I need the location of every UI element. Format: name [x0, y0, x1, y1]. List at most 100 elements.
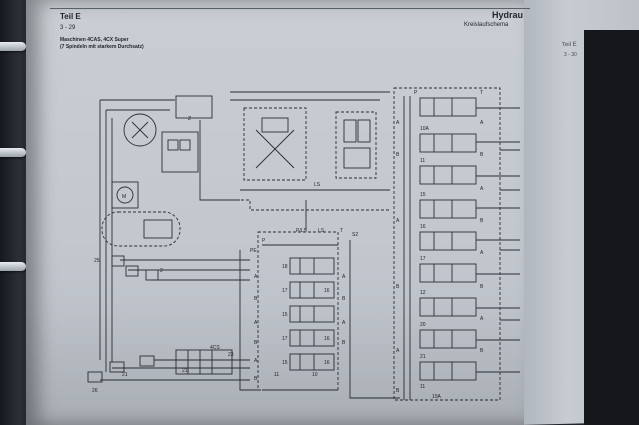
- pipe-route: [230, 91, 390, 191]
- cylinder: [109, 361, 125, 373]
- section-heading: Teil E: [60, 12, 81, 21]
- port-label: A: [254, 358, 258, 364]
- component-number: 2: [160, 268, 163, 274]
- port-label: B: [480, 218, 484, 224]
- right-page-number: 3 - 30: [564, 52, 577, 58]
- port-label: B: [396, 152, 400, 158]
- cylinder: [125, 265, 139, 277]
- right-valve-bank: [393, 87, 501, 401]
- port-label: LS: [318, 228, 325, 234]
- component-number: 23: [228, 352, 234, 358]
- component-number: 21: [420, 354, 426, 360]
- left-valve-bank: [257, 231, 339, 391]
- cylinder: [87, 371, 103, 383]
- component-number: 17: [282, 288, 288, 294]
- misc-label: M: [122, 194, 126, 200]
- component-number: 10A: [432, 394, 442, 400]
- port-label: B: [480, 152, 484, 158]
- port-label: A: [480, 120, 484, 126]
- component-number: 25: [94, 258, 100, 264]
- component-number: 15: [282, 360, 288, 366]
- component-number: 15: [282, 312, 288, 318]
- joystick-valve: [357, 119, 371, 143]
- misc-label: Z: [188, 116, 191, 122]
- pilot-valve: [175, 349, 233, 375]
- port-label: B: [342, 340, 346, 346]
- pipe-route: [349, 240, 400, 399]
- pipe-bundle: [99, 100, 113, 372]
- pipe-route: [100, 359, 250, 381]
- joystick-block: [335, 111, 377, 179]
- component-number: 15: [420, 192, 426, 198]
- component-number: 11: [420, 384, 425, 390]
- component-number: 26: [92, 388, 98, 394]
- misc-label: LS: [314, 182, 321, 188]
- port-label: T: [480, 90, 483, 96]
- misc-label: S2: [352, 232, 358, 238]
- joystick-valve: [343, 147, 371, 169]
- component-number: 10: [312, 372, 318, 378]
- pipe-route: [500, 149, 520, 321]
- pump-symbol: [123, 113, 157, 147]
- port-label: A: [396, 120, 400, 126]
- tank-outline: [101, 211, 181, 247]
- component-number: 20: [420, 322, 426, 328]
- servo-block: [243, 107, 307, 181]
- port-label: B: [396, 284, 400, 290]
- port-label: A: [342, 320, 346, 326]
- cylinder: [139, 355, 155, 367]
- pipe-route: [120, 259, 250, 281]
- component-number: 16: [324, 360, 330, 366]
- cylinder: [111, 255, 125, 267]
- misc-label: PE: [250, 248, 257, 254]
- port-label: B: [480, 348, 484, 354]
- binder-ring: [0, 42, 26, 51]
- joystick-valve: [343, 119, 357, 143]
- left-valve-sections: [289, 257, 335, 371]
- component-number: 16: [324, 336, 330, 342]
- left-page: [26, 0, 524, 425]
- control-valve-top: [175, 95, 213, 119]
- filter-block: [161, 131, 199, 173]
- port-label: B: [396, 388, 400, 394]
- component-number: 17: [282, 336, 288, 342]
- port-label: B: [254, 296, 258, 302]
- header-rule: [50, 8, 530, 9]
- pipe-route: [476, 107, 520, 373]
- cylinder: [145, 269, 159, 281]
- component-number: 21: [182, 368, 188, 374]
- port-label: B: [254, 340, 258, 346]
- port-label: A: [254, 320, 258, 326]
- document-title: Hydrau: [492, 10, 524, 20]
- valve-cell: [167, 139, 179, 151]
- valve-cell: [179, 139, 191, 151]
- pump-arrow: [131, 121, 149, 139]
- pipe-route: [239, 250, 258, 391]
- servo-valve: [261, 117, 289, 133]
- machine-caption: Maschinen 4CAS, 4CX Super: [60, 37, 129, 43]
- port-label: B: [254, 376, 258, 382]
- pilot-line: [216, 199, 390, 211]
- pilot-valve-cells: [187, 350, 213, 374]
- component-number: 16: [420, 224, 426, 230]
- accumulator: [143, 219, 173, 239]
- component-number: 11: [274, 372, 279, 378]
- right-valve-sections: [419, 97, 477, 381]
- port-label: A: [396, 218, 400, 224]
- binder-ring: [0, 262, 26, 271]
- component-number: 21: [122, 372, 128, 378]
- servo-cross: [255, 129, 295, 169]
- port-label: P/LS: [296, 228, 308, 234]
- page-number: 3 - 29: [60, 25, 76, 31]
- pipe-bundle: [403, 96, 411, 400]
- motor-circle: [116, 186, 134, 204]
- port-label: A: [342, 274, 346, 280]
- component-number: 16: [324, 288, 330, 294]
- port-label: A: [480, 316, 484, 322]
- port-label: A: [396, 348, 400, 354]
- pipe-route: [262, 244, 338, 391]
- machine-caption-sub: (7 Spindeln mit starkem Durchsatz): [60, 44, 144, 50]
- component-number: 17: [420, 256, 426, 262]
